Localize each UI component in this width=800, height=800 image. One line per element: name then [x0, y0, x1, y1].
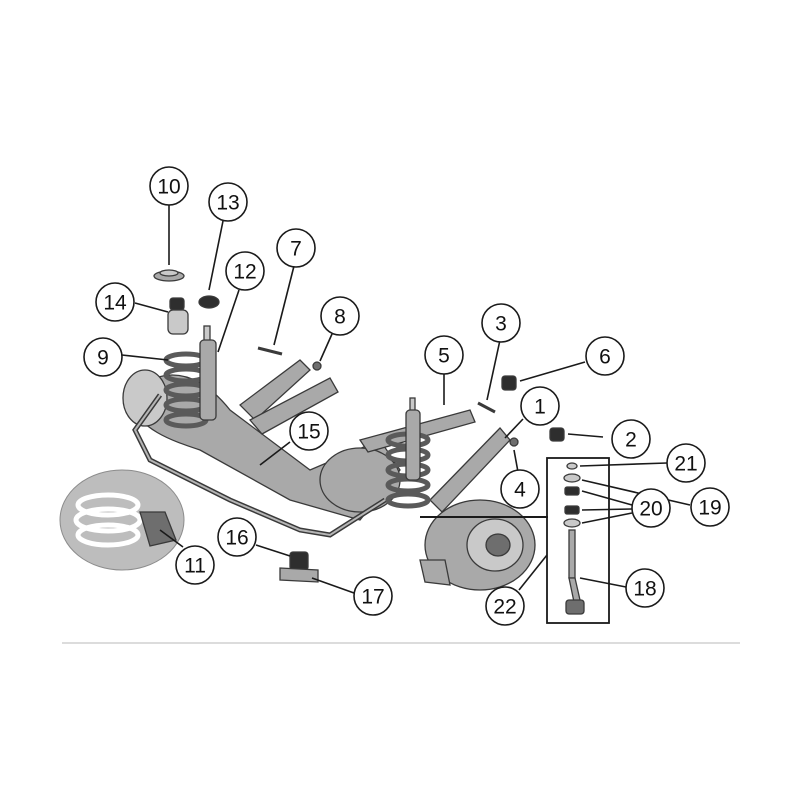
callout-label: 5	[438, 345, 450, 368]
callout-label: 22	[493, 596, 516, 619]
callout-5: 5	[424, 335, 464, 375]
callout-label: 20	[639, 498, 662, 521]
callout-22: 22	[485, 586, 525, 626]
callout-label: 3	[495, 313, 507, 336]
right-shock-absorber	[405, 397, 421, 481]
callout-21: 21	[666, 443, 706, 483]
leader-4	[513, 449, 519, 473]
callout-1: 1	[520, 386, 560, 426]
control-arm-nut	[509, 437, 519, 447]
callout-label: 11	[184, 555, 206, 578]
leader-18	[579, 577, 627, 588]
sway-bar-bushing-bracket	[279, 551, 319, 583]
callout-label: 7	[290, 238, 302, 261]
callout-7: 7	[276, 228, 316, 268]
callout-13: 13	[208, 182, 248, 222]
control-arm-bushing	[501, 375, 517, 391]
callout-4: 4	[500, 469, 540, 509]
bolt	[257, 346, 283, 356]
callout-label: 6	[599, 346, 611, 369]
callout-label: 21	[674, 453, 697, 476]
leader-6	[519, 361, 586, 382]
callout-label: 13	[216, 192, 239, 215]
callout-19: 19	[690, 487, 730, 527]
callouts: 1 2 3 4 5 6 7 8	[83, 166, 730, 626]
callout-label: 17	[361, 586, 384, 609]
control-arm-bolt	[477, 401, 496, 414]
leader-12	[217, 289, 240, 353]
sway-bar-link-detail	[420, 457, 610, 624]
callout-label: 12	[233, 261, 256, 284]
callout-label: 16	[225, 527, 248, 550]
callout-label: 19	[698, 497, 721, 520]
callout-11: 11	[175, 545, 215, 585]
leader-20a	[581, 490, 633, 506]
nut	[312, 361, 322, 371]
callout-label: 10	[157, 176, 180, 199]
callout-label: 8	[334, 306, 346, 329]
jounce-bumper	[167, 297, 189, 335]
left-shock-absorber	[199, 325, 217, 421]
leader-3	[486, 339, 501, 401]
leader-7	[273, 265, 295, 346]
leader-1	[504, 418, 524, 439]
callout-2: 2	[611, 419, 651, 459]
callout-label: 9	[97, 347, 109, 370]
callout-18: 18	[625, 568, 665, 608]
callout-10: 10	[149, 166, 189, 206]
callout-3: 3	[481, 303, 521, 343]
callout-12: 12	[225, 251, 265, 291]
leader-13	[208, 220, 224, 291]
leader-20c	[581, 512, 633, 524]
callout-15: 15	[289, 411, 329, 451]
leader-19	[581, 479, 691, 506]
callout-6: 6	[585, 336, 625, 376]
leader-20b	[581, 508, 633, 511]
callout-label: 2	[625, 429, 637, 452]
leader-9	[121, 354, 169, 361]
callout-16: 16	[217, 517, 257, 557]
leader-11	[159, 529, 184, 548]
leader-14	[134, 302, 169, 313]
shock-bushing	[198, 295, 220, 309]
spring-isolator	[153, 269, 185, 282]
leader-2	[567, 433, 604, 438]
leader-16	[255, 544, 291, 557]
callout-17: 17	[353, 576, 393, 616]
callout-8: 8	[320, 296, 360, 336]
callout-label: 14	[103, 292, 127, 315]
spring-seat-detail-inset	[59, 469, 185, 571]
callout-9: 9	[83, 337, 123, 377]
callout-label: 4	[514, 479, 526, 502]
leader-8	[319, 333, 333, 362]
wheel-hub	[419, 499, 536, 591]
callout-label: 18	[633, 578, 656, 601]
leader-17	[311, 577, 355, 594]
callout-14: 14	[95, 282, 135, 322]
suspension-assembly-illustration	[59, 269, 740, 644]
leader-21	[579, 462, 668, 467]
leader-lines	[121, 205, 691, 594]
callout-label: 15	[297, 421, 320, 444]
arm-bushing	[549, 427, 565, 442]
leader-22	[518, 554, 548, 591]
callout-20: 20	[631, 488, 671, 528]
callout-label: 1	[534, 396, 546, 419]
leader-15	[259, 441, 291, 466]
sway-bar	[132, 393, 387, 538]
